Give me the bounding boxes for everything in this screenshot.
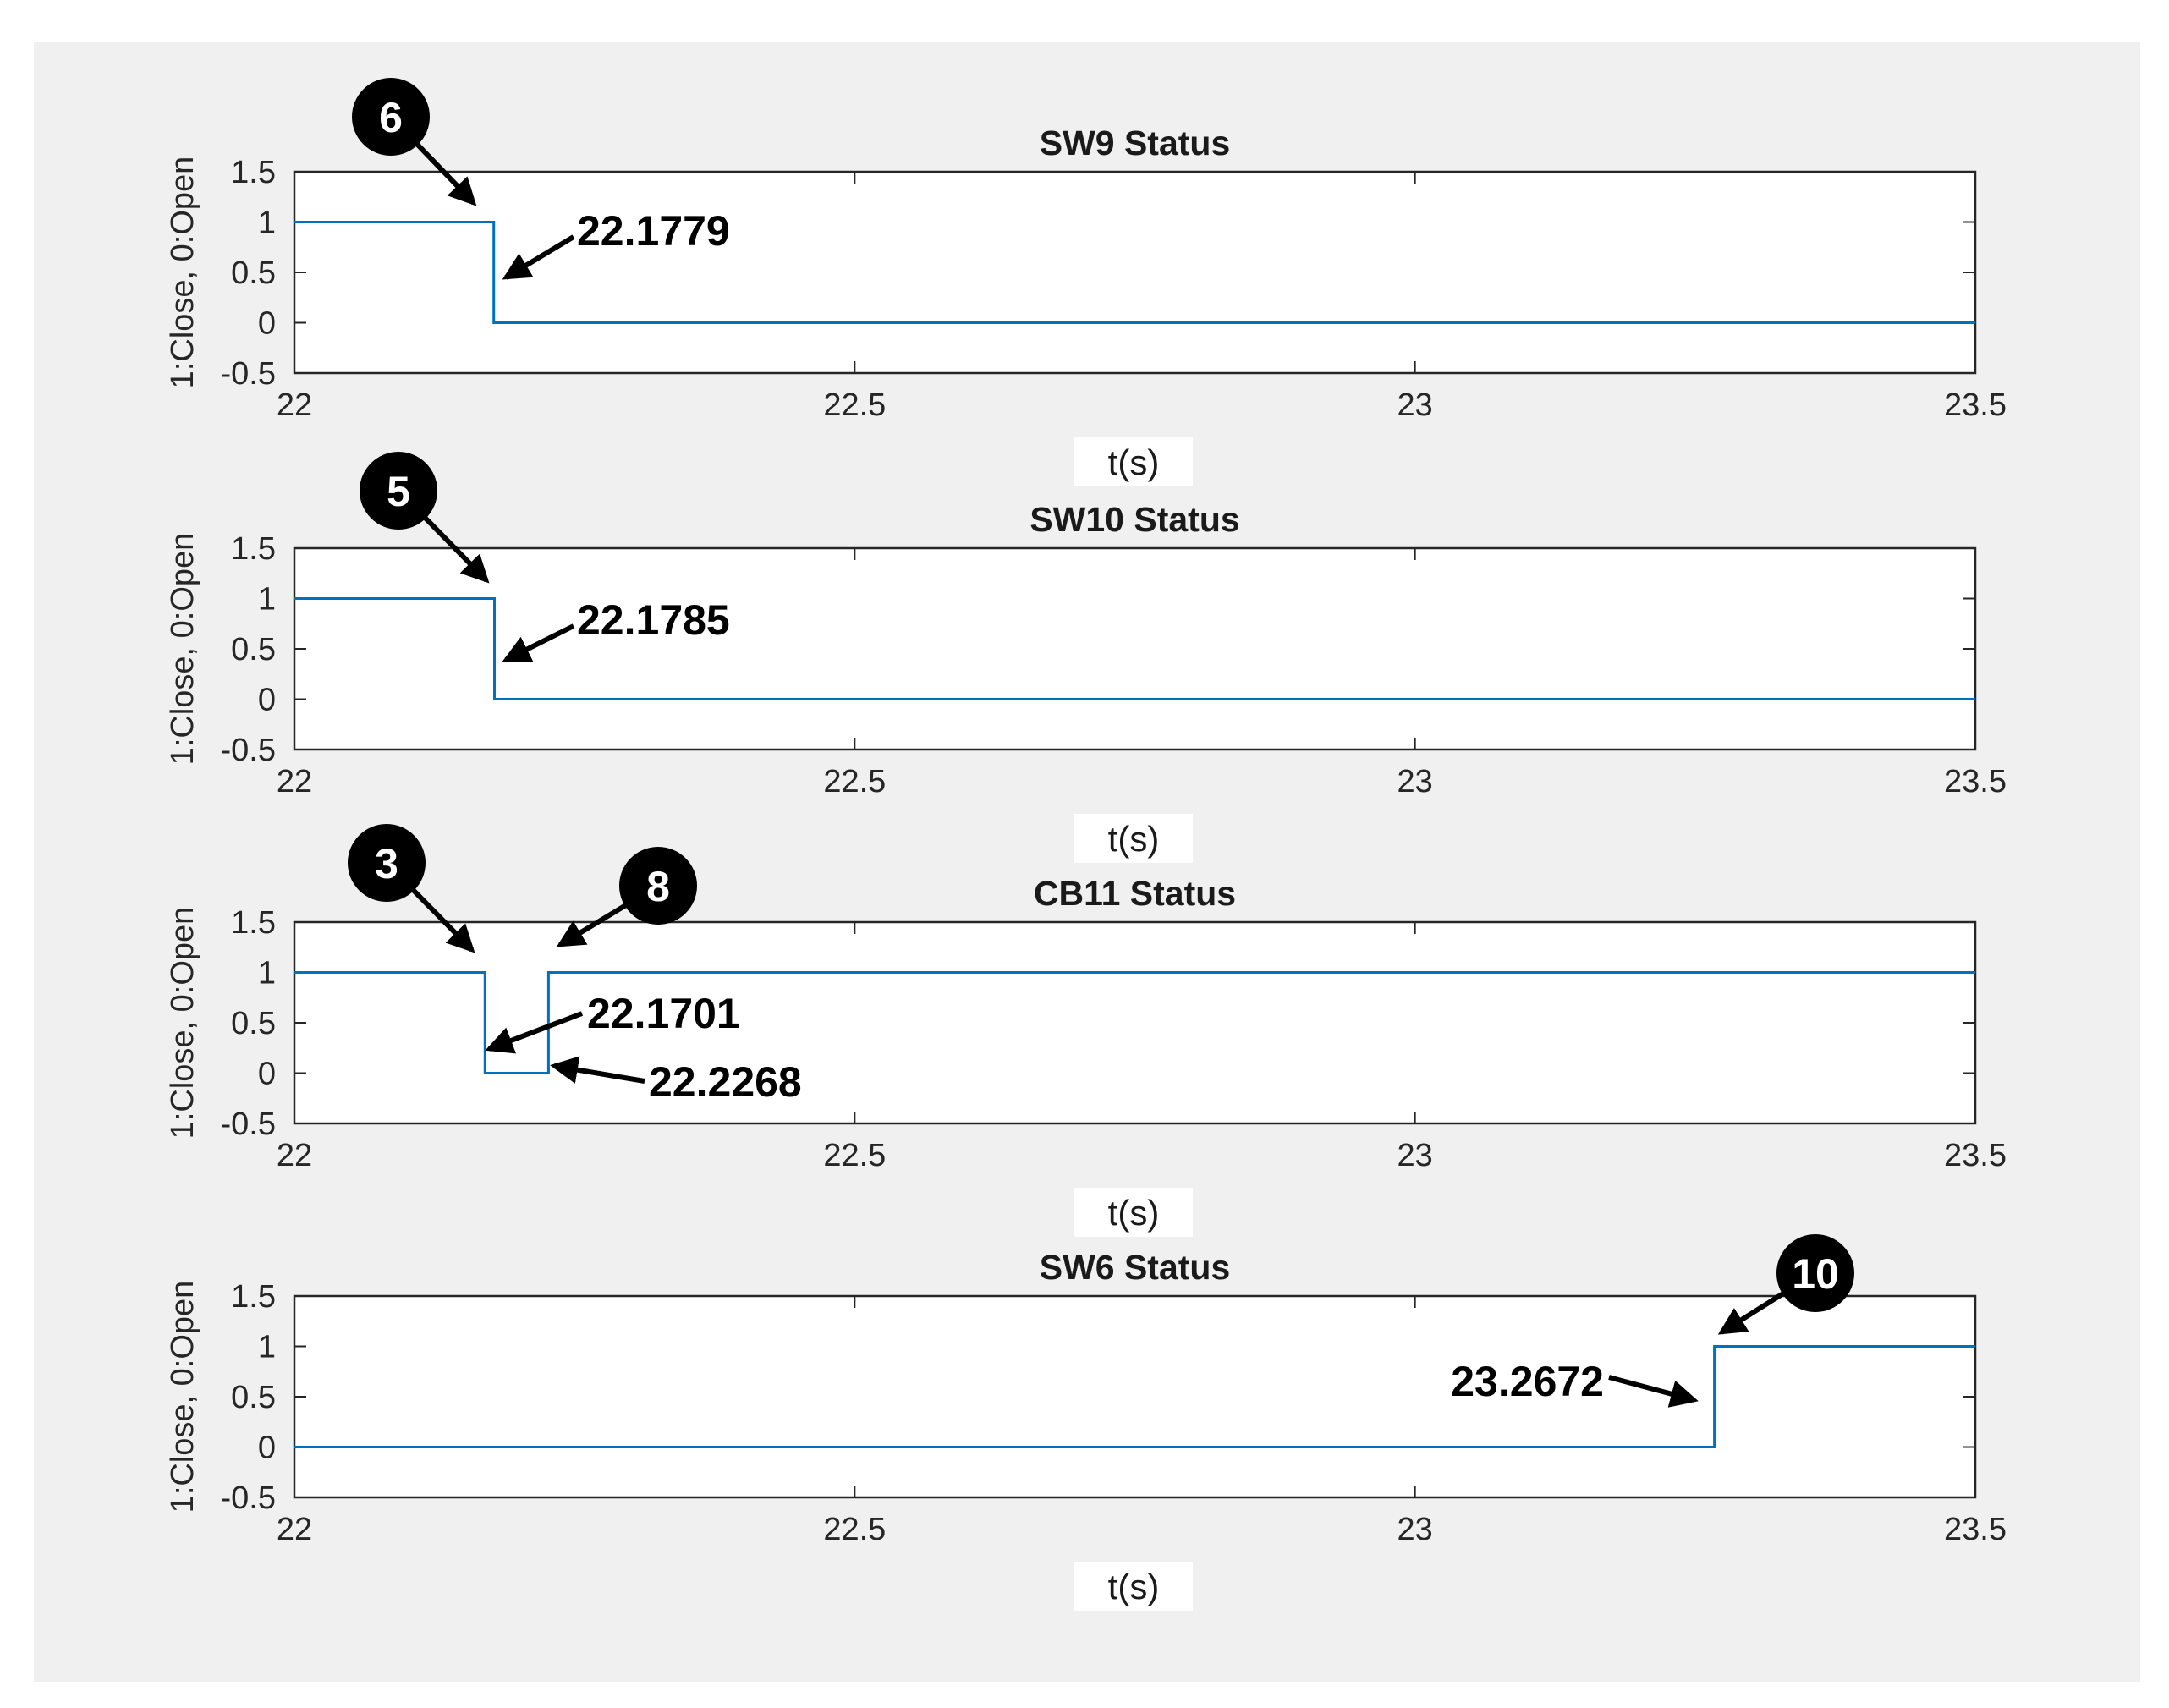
y-axis-label: 1:Close, 0:Open — [165, 1281, 200, 1513]
chart-title: SW9 Status — [1040, 124, 1231, 162]
y-tick-label: 1.5 — [231, 531, 276, 567]
event-badge — [348, 824, 426, 902]
x-tick-label: 22.5 — [823, 1138, 886, 1173]
event-badge-label: 3 — [375, 840, 398, 887]
badge-arrow — [421, 513, 490, 584]
plot-box — [293, 170, 1977, 375]
chart-title: CB11 Status — [1034, 874, 1236, 913]
chart-title: SW6 Status — [1040, 1248, 1231, 1287]
plot-area — [294, 172, 1975, 373]
annotation-label: 23.2672 — [1451, 1358, 1604, 1405]
annotation-arrow — [550, 1056, 645, 1084]
y-tick-label: -0.5 — [221, 1107, 276, 1142]
annotation-label: 22.2268 — [649, 1058, 802, 1106]
y-tick-label: 0 — [258, 1431, 276, 1466]
chart-panel-2: 22 22.5 23 23.5 -0.5 0 0.5 1 1.5 CB11 Status 1:Clo… — [165, 824, 2007, 1237]
y-tick-label: -0.5 — [221, 733, 276, 768]
plot-area — [294, 548, 1975, 750]
y-tick-label: 1.5 — [231, 905, 276, 941]
y-tick-label: 0 — [258, 1057, 276, 1092]
chart-panel-3: 22 22.5 23 23.5 -0.5 0 0.5 1 1.5 SW6 Status 1:Clos… — [165, 1234, 2007, 1611]
x-tick-label: 23 — [1397, 1512, 1433, 1547]
series-line — [294, 221, 1975, 324]
y-tick-label: 0 — [258, 306, 276, 342]
y-tick-label: 0.5 — [231, 632, 276, 667]
x-tick-label: 23.5 — [1944, 764, 2007, 799]
y-tick-label: 1.5 — [231, 1279, 276, 1315]
x-tick-label: 23 — [1397, 764, 1433, 799]
badge-arrow — [409, 886, 475, 953]
annotation-label: 22.1785 — [577, 596, 730, 644]
plot-box — [293, 1294, 1977, 1499]
y-tick-label: 1 — [258, 956, 276, 991]
x-tick-label: 22 — [277, 764, 312, 799]
y-tick-label: 1 — [258, 1330, 276, 1365]
x-tick-label: 22 — [277, 387, 312, 423]
badge-arrow — [413, 140, 477, 206]
y-axis-label: 1:Close, 0:Open — [165, 533, 200, 766]
plot-area — [294, 1296, 1975, 1497]
x-tick-label: 23.5 — [1944, 1512, 2007, 1547]
y-tick-label: 0.5 — [231, 1380, 276, 1415]
x-axis-label-bg — [1074, 1188, 1193, 1237]
y-axis-label: 1:Close, 0:Open — [165, 157, 200, 389]
annotation-label: 22.1779 — [577, 207, 730, 255]
chart-panel-1: 22 22.5 23 23.5 -0.5 0 0.5 1 1.5 SW10 Status 1:Clo… — [165, 452, 2007, 863]
x-tick-label: 22 — [277, 1512, 312, 1547]
series-line — [294, 597, 1975, 700]
event-badge-label: 5 — [387, 468, 410, 515]
annotation-arrow — [502, 234, 575, 280]
y-tick-label: 0.5 — [231, 1006, 276, 1041]
annotation-arrow — [1608, 1375, 1699, 1408]
x-tick-label: 23.5 — [1944, 387, 2007, 423]
y-tick-label: -0.5 — [221, 1480, 276, 1516]
x-tick-label: 22.5 — [823, 387, 886, 423]
annotation-arrow — [485, 1011, 584, 1054]
annotation-label: 22.1701 — [587, 990, 740, 1037]
event-badge-label: 8 — [646, 863, 670, 910]
badge-arrow — [556, 902, 629, 947]
plot-area — [294, 922, 1975, 1123]
event-badge — [1776, 1234, 1854, 1312]
plot-box — [293, 546, 1977, 751]
chart-panel-0: 22 22.5 23 23.5 -0.5 0 0.5 1 1.5 SW9 Status 1:Clos… — [165, 78, 2007, 486]
x-axis-label: t(s) — [1108, 1567, 1160, 1606]
y-tick-label: 1 — [258, 206, 276, 241]
event-badge — [360, 452, 437, 530]
event-badge — [352, 78, 430, 156]
x-tick-label: 22.5 — [823, 1512, 886, 1547]
chart-title: SW10 Status — [1030, 500, 1239, 539]
x-axis-label-bg — [1074, 437, 1193, 486]
series-line — [294, 1345, 1975, 1448]
x-tick-label: 22.5 — [823, 764, 886, 799]
annotation-arrow — [502, 623, 575, 662]
badge-arrow — [1717, 1289, 1787, 1335]
x-tick-label: 23 — [1397, 1138, 1433, 1173]
y-tick-label: 1 — [258, 582, 276, 618]
y-tick-label: 0 — [258, 683, 276, 718]
series-line — [294, 971, 1975, 1074]
event-badge — [619, 847, 697, 925]
event-badge-label: 6 — [379, 94, 403, 141]
event-badge-label: 10 — [1792, 1250, 1839, 1298]
x-axis-label: t(s) — [1108, 1193, 1160, 1233]
x-axis-label: t(s) — [1108, 819, 1160, 859]
y-tick-label: 1.5 — [231, 155, 276, 190]
x-axis-label: t(s) — [1108, 442, 1160, 482]
x-axis-label-bg — [1074, 814, 1193, 863]
x-tick-label: 22 — [277, 1138, 312, 1173]
x-tick-label: 23.5 — [1944, 1138, 2007, 1173]
panels: 22 22.5 23 23.5 -0.5 0 0.5 1 1.5 SW9 Status 1:Clos… — [165, 78, 2007, 1611]
y-axis-label: 1:Close, 0:Open — [165, 907, 200, 1140]
x-tick-label: 23 — [1397, 387, 1433, 423]
y-tick-label: 0.5 — [231, 255, 276, 291]
x-axis-label-bg — [1074, 1562, 1193, 1611]
y-tick-label: -0.5 — [221, 356, 276, 392]
plot-box — [293, 920, 1977, 1125]
